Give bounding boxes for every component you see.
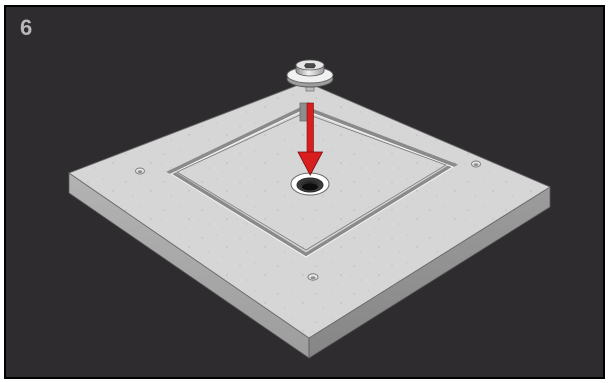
mounting-hole-left	[136, 168, 145, 174]
center-hole	[291, 173, 329, 195]
mounting-hole-bottom	[308, 274, 318, 280]
mounting-hole-right	[472, 161, 481, 167]
instruction-frame: 6	[4, 5, 605, 379]
assembly-illustration	[6, 7, 603, 377]
